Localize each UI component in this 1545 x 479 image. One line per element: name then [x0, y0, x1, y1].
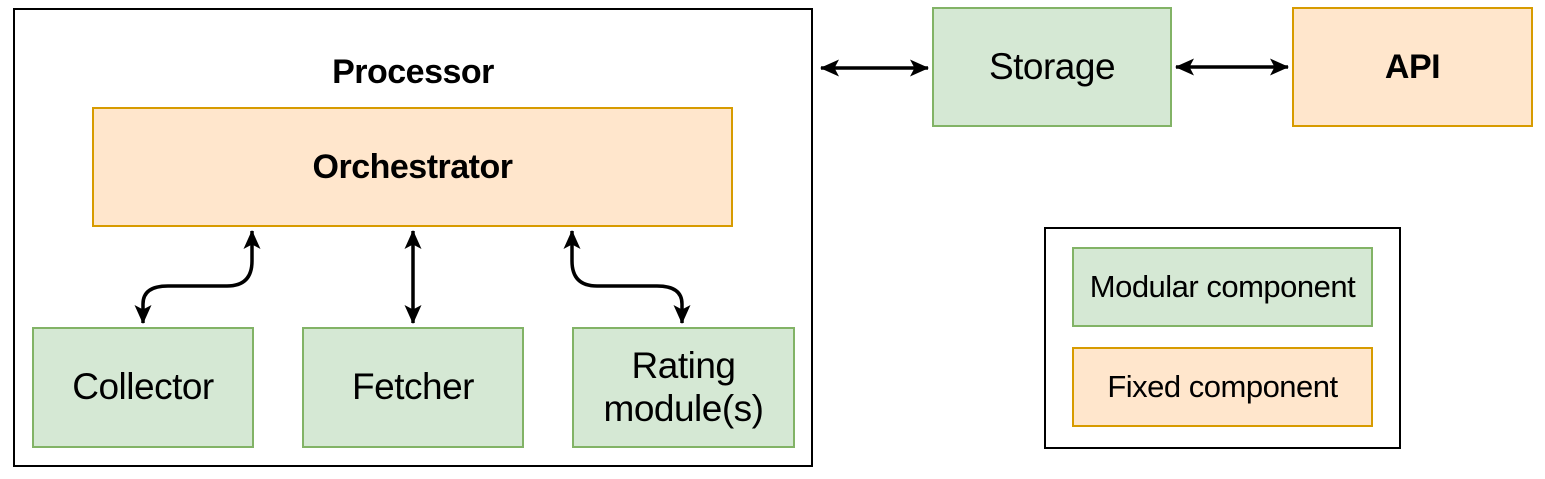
- legend-fixed-label: Fixed component: [1107, 369, 1338, 404]
- orchestrator-label: Orchestrator: [312, 147, 513, 186]
- storage-label: Storage: [988, 45, 1116, 87]
- collector-node: Collector: [32, 327, 254, 448]
- processor-label: Processor: [332, 52, 494, 91]
- legend: Modular component Fixed component: [1044, 227, 1401, 449]
- fetcher-node: Fetcher: [302, 327, 524, 448]
- legend-item-modular: Modular component: [1072, 247, 1373, 327]
- legend-item-fixed: Fixed component: [1072, 347, 1373, 427]
- processor-container: Processor Orchestrator Collector Fetcher…: [13, 8, 813, 467]
- rating-module-label: Rating module(s): [603, 344, 765, 429]
- legend-modular-label: Modular component: [1089, 269, 1356, 304]
- storage-node: Storage: [932, 7, 1172, 127]
- api-label: API: [1384, 47, 1441, 86]
- rating-module-node: Rating module(s): [572, 327, 795, 448]
- processor-title: Processor: [15, 50, 811, 94]
- api-node: API: [1292, 7, 1533, 127]
- collector-label: Collector: [72, 366, 214, 408]
- fetcher-label: Fetcher: [352, 366, 474, 408]
- orchestrator-node: Orchestrator: [92, 107, 733, 227]
